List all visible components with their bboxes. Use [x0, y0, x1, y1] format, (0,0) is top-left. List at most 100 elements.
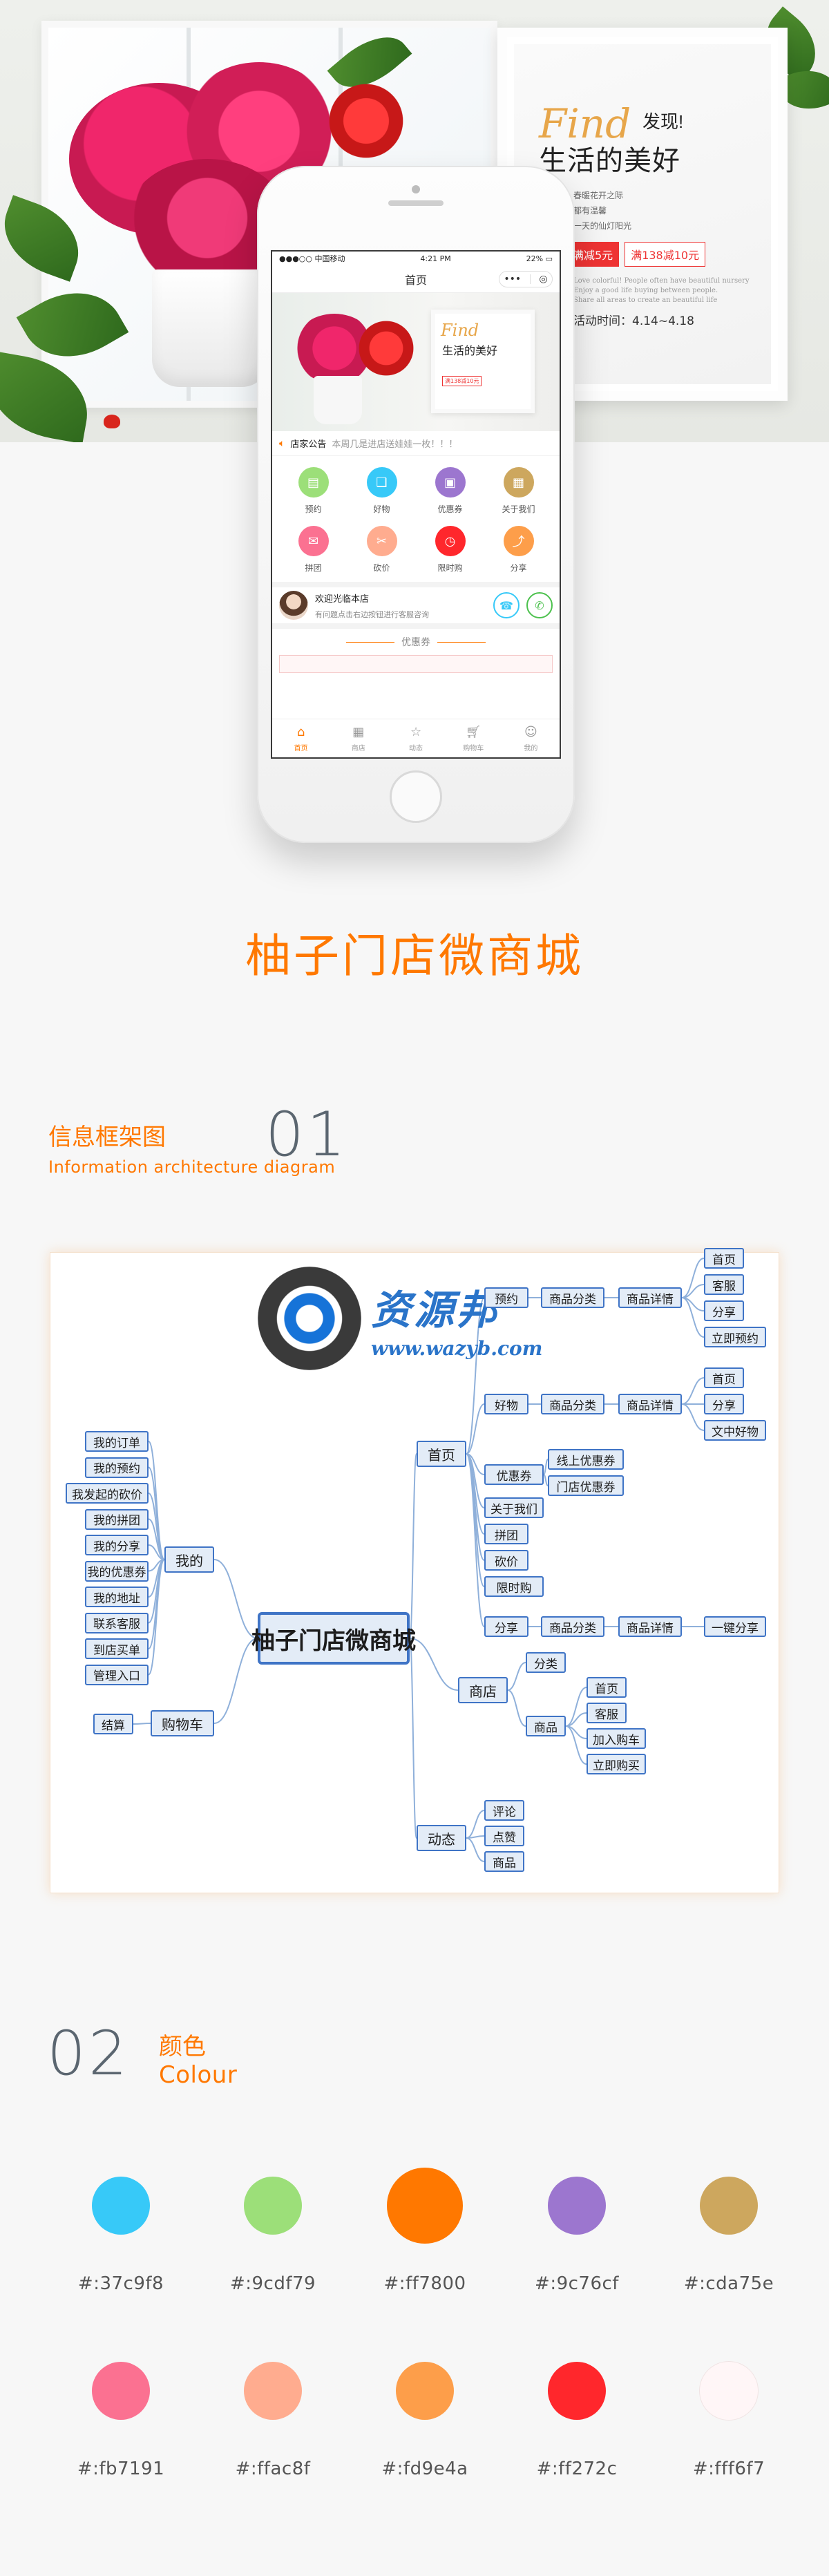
grid-item-booking[interactable]: ▤预约: [279, 467, 347, 515]
mind-map-connector: [681, 1377, 705, 1405]
more-icon[interactable]: •••: [504, 274, 522, 285]
mind-map-node-l4: 商品详情: [618, 1394, 682, 1414]
tab-label: 购物车: [463, 744, 484, 752]
grid-item-group[interactable]: ✉ 拼团: [279, 526, 347, 574]
color-dot: [548, 2177, 606, 2235]
coupon-title: 优惠券: [401, 637, 430, 648]
color-hex-label: #:9cdf79: [229, 2273, 316, 2294]
mind-map-connector: [466, 1297, 485, 1455]
home-banner[interactable]: Find 生活的美好 满138减10元: [272, 293, 560, 431]
mind-map-connector: [409, 1638, 417, 1839]
bargain-icon: ✂: [366, 526, 397, 556]
tab-home[interactable]: ⌂ 首页: [272, 719, 330, 757]
banner-title: 生活的美好: [442, 344, 498, 357]
mind-map-node-l2: 关于我们: [484, 1497, 544, 1518]
nav-bar: 首页 ••• ◎: [272, 265, 560, 293]
color-swatch: #:37c9f8: [45, 2177, 197, 2294]
grid-item-about[interactable]: ▦关于我们: [484, 467, 553, 515]
grid-label: 分享: [510, 563, 527, 573]
color-hex-label: #:ffac8f: [235, 2459, 311, 2479]
grid-item-goods[interactable]: ❑好物: [347, 467, 416, 515]
color-swatch: #:fff6f7: [653, 2362, 805, 2479]
cart-icon: 🛒︎: [465, 724, 482, 739]
speaker: [388, 200, 444, 206]
mind-map-node-l2: 砍价: [484, 1550, 528, 1571]
flower-decoration: [355, 321, 417, 376]
mind-map-node-cart: 购物车: [151, 1710, 214, 1736]
color-hex-label: #:37c9f8: [77, 2273, 164, 2294]
grid-item-share[interactable]: ⤴ 分享: [484, 526, 553, 574]
mind-map-leaf: 我的拼团: [85, 1508, 149, 1530]
color-hex-label: #:9c76cf: [535, 2273, 619, 2294]
find-sub: 发现!: [642, 111, 684, 132]
phone-call-button[interactable]: ☎: [493, 592, 520, 618]
grid-label: 拼团: [305, 563, 322, 573]
tab-label: 商店: [351, 744, 365, 752]
banner-find: Find: [441, 321, 479, 340]
mind-map-leaf: 到店买单: [85, 1638, 149, 1659]
tab-shop[interactable]: ▦商店: [330, 719, 387, 757]
section-header-architecture: 信息框架图 Information architecture diagram: [48, 1118, 335, 1177]
coupon-section-title: 优惠券: [272, 629, 560, 655]
mind-map-connector: [507, 1662, 526, 1691]
grid-item-flash[interactable]: ◷限时购: [416, 526, 484, 574]
mind-map-node-home: 首页: [417, 1441, 466, 1467]
coupon-card[interactable]: [279, 655, 553, 673]
tab-feed[interactable]: ☆动态: [387, 719, 444, 757]
home-button[interactable]: [390, 770, 442, 823]
mind-map-leaf: 加入购车: [587, 1728, 646, 1749]
close-target-icon[interactable]: ◎: [539, 274, 548, 285]
phone-mockup: ●●●○○ 中国移动 4:21 PM 22% ▭ 首页 ••• ◎ Find 生…: [257, 166, 575, 843]
mind-map-leaf: 客服: [587, 1703, 627, 1723]
avatar: [279, 591, 308, 620]
mind-map-connector: [565, 1725, 587, 1765]
mind-map-node-l3: 线上优惠券: [548, 1449, 624, 1470]
gear-logo-icon: [258, 1267, 361, 1370]
promo-row: 满减5元 满138减10元: [539, 242, 774, 267]
grid-item-coupon[interactable]: ▣优惠券: [416, 467, 484, 515]
tab-mine[interactable]: ☺我的: [502, 719, 560, 757]
page-title: 柚子门店微商城: [245, 930, 584, 981]
find-word: Find: [539, 100, 631, 147]
group-icon: ✉: [298, 526, 329, 556]
find-lines: 春暖花开之际 都有温馨 一天的仙灯阳光: [539, 188, 774, 234]
shop-welcome-row: 欢迎光临本店 有问题点击右边按钮进行客服咨询 ☎ ✆: [272, 582, 560, 629]
hero-text: Find 发现! 生活的美好 春暖花开之际 都有温馨 一天的仙灯阳光 满减5元 …: [539, 104, 774, 328]
user-icon: ☺: [524, 724, 537, 739]
mind-map-connector: [466, 1837, 485, 1862]
color-dot: [548, 2362, 606, 2420]
grid-item-bargain[interactable]: ✂砍价: [347, 526, 416, 574]
mini-program-capsule[interactable]: ••• ◎: [499, 271, 553, 287]
mind-map-node-shop: 商店: [458, 1677, 508, 1703]
mind-map-leaf: 管理入口: [85, 1664, 149, 1685]
tab-cart[interactable]: 🛒︎ 购物车: [445, 719, 502, 757]
banner-frame: [431, 310, 535, 413]
notice-bar[interactable]: 🔈︎ 店家公告 本周几是进店送娃娃一枚！！！: [272, 431, 560, 456]
mind-map: 资源邦 www.wazyb.com 柚子门店微商城我的我的订单我的预约我发起的砍…: [50, 1248, 779, 1893]
wechat-button[interactable]: ✆: [526, 592, 553, 618]
home-icon: ⌂: [296, 724, 305, 739]
tab-bar: ⌂ 首页 ▦商店 ☆动态 🛒︎ 购物车 ☺我的: [272, 719, 560, 757]
carrier: ●●●○○ 中国移动: [279, 254, 345, 263]
share-icon: ⤴: [503, 526, 534, 556]
mind-map-connector: [133, 1723, 151, 1725]
color-dot: [700, 2362, 758, 2420]
grid-label: 关于我们: [502, 504, 535, 514]
mind-map-center: 柚子门店微商城: [251, 1612, 416, 1665]
color-swatch: #:ff272c: [501, 2362, 653, 2479]
watermark-cn: 资源邦: [371, 1286, 500, 1334]
mind-map-node-l2: 限时购: [484, 1576, 544, 1597]
tab-label: 首页: [294, 744, 308, 752]
clock-icon: ◷: [435, 526, 466, 556]
mind-map-leaf: 一键分享: [704, 1616, 766, 1637]
mind-map-connectors: [133, 1258, 705, 1862]
mind-map-leaf: 我发起的砍价: [66, 1483, 149, 1504]
color-dot: [700, 2177, 758, 2235]
mind-map-node-feed: 动态: [417, 1825, 466, 1851]
mind-map-node-l2: 分享: [484, 1616, 528, 1637]
mind-map-node-l2: 好物: [484, 1394, 528, 1414]
mind-map-connector: [213, 1559, 258, 1639]
mind-map-node-l4: 商品详情: [618, 1616, 682, 1637]
mind-map-connector: [507, 1689, 526, 1727]
